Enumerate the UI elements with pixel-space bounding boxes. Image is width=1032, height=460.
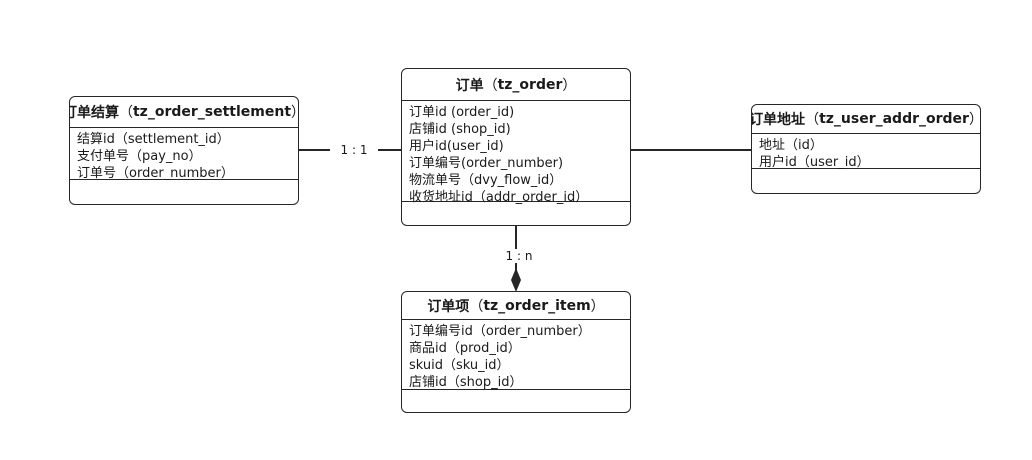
attribute-row: 订单编号(order_number) bbox=[409, 156, 564, 171]
attribute-row: 商品id（prod_id） bbox=[409, 341, 521, 356]
attribute-row: 店铺id (shop_id) bbox=[409, 122, 511, 137]
entity-tz-order-item[interactable]: 订单项（tz_order_item） 订单编号id（order_number） … bbox=[401, 291, 631, 413]
entity-header-tz-order-settlement: 订单结算（tz_order_settlement） bbox=[70, 97, 298, 128]
relationship-label-1-n: 1 : n bbox=[495, 249, 543, 263]
relationship-label-1-1: 1 : 1 bbox=[330, 143, 378, 157]
attribute-row: 地址（id） bbox=[759, 138, 823, 153]
attribute-row: 用户id（user_id） bbox=[759, 155, 870, 170]
filled-diamond-icon bbox=[511, 268, 521, 292]
attribute-row: 结算id（settlement_id） bbox=[77, 132, 230, 147]
attribute-row: 订单id (order_id) bbox=[409, 105, 515, 120]
attribute-row: 支付单号（pay_no） bbox=[77, 149, 202, 164]
connector-order-address bbox=[631, 149, 751, 151]
attribute-row: 收货地址id（addr_order_id） bbox=[409, 190, 589, 205]
entity-header-tz-order-item: 订单项（tz_order_item） bbox=[402, 292, 630, 320]
attribute-row: 用户id(user_id) bbox=[409, 139, 504, 154]
attribute-row: 订单号（order_number） bbox=[77, 166, 234, 181]
entity-tz-order-settlement[interactable]: 订单结算（tz_order_settlement） 结算id（settlemen… bbox=[69, 96, 299, 205]
attribute-row: 店铺id（shop_id） bbox=[409, 375, 523, 390]
entity-attributes-tz-order: 订单id (order_id) 店铺id (shop_id) 用户id(user… bbox=[402, 101, 630, 205]
attribute-row: 订单编号id（order_number） bbox=[409, 324, 591, 339]
attribute-row: skuid（sku_id） bbox=[409, 358, 510, 373]
entity-tz-order[interactable]: 订单（tz_order） 订单id (order_id) 店铺id (shop_… bbox=[401, 68, 631, 226]
entity-tz-user-addr-order[interactable]: 订单地址（tz_user_addr_order） 地址（id） 用户id（use… bbox=[751, 104, 981, 194]
entity-header-tz-order: 订单（tz_order） bbox=[402, 69, 630, 101]
entity-header-tz-user-addr-order: 订单地址（tz_user_addr_order） bbox=[752, 105, 980, 134]
entity-attributes-tz-user-addr-order: 地址（id） 用户id（user_id） bbox=[752, 134, 980, 170]
attribute-row: 物流单号（dvy_flow_id） bbox=[409, 173, 563, 188]
entity-attributes-tz-order-item: 订单编号id（order_number） 商品id（prod_id） skuid… bbox=[402, 320, 630, 390]
entity-attributes-tz-order-settlement: 结算id（settlement_id） 支付单号（pay_no） 订单号（ord… bbox=[70, 128, 298, 181]
